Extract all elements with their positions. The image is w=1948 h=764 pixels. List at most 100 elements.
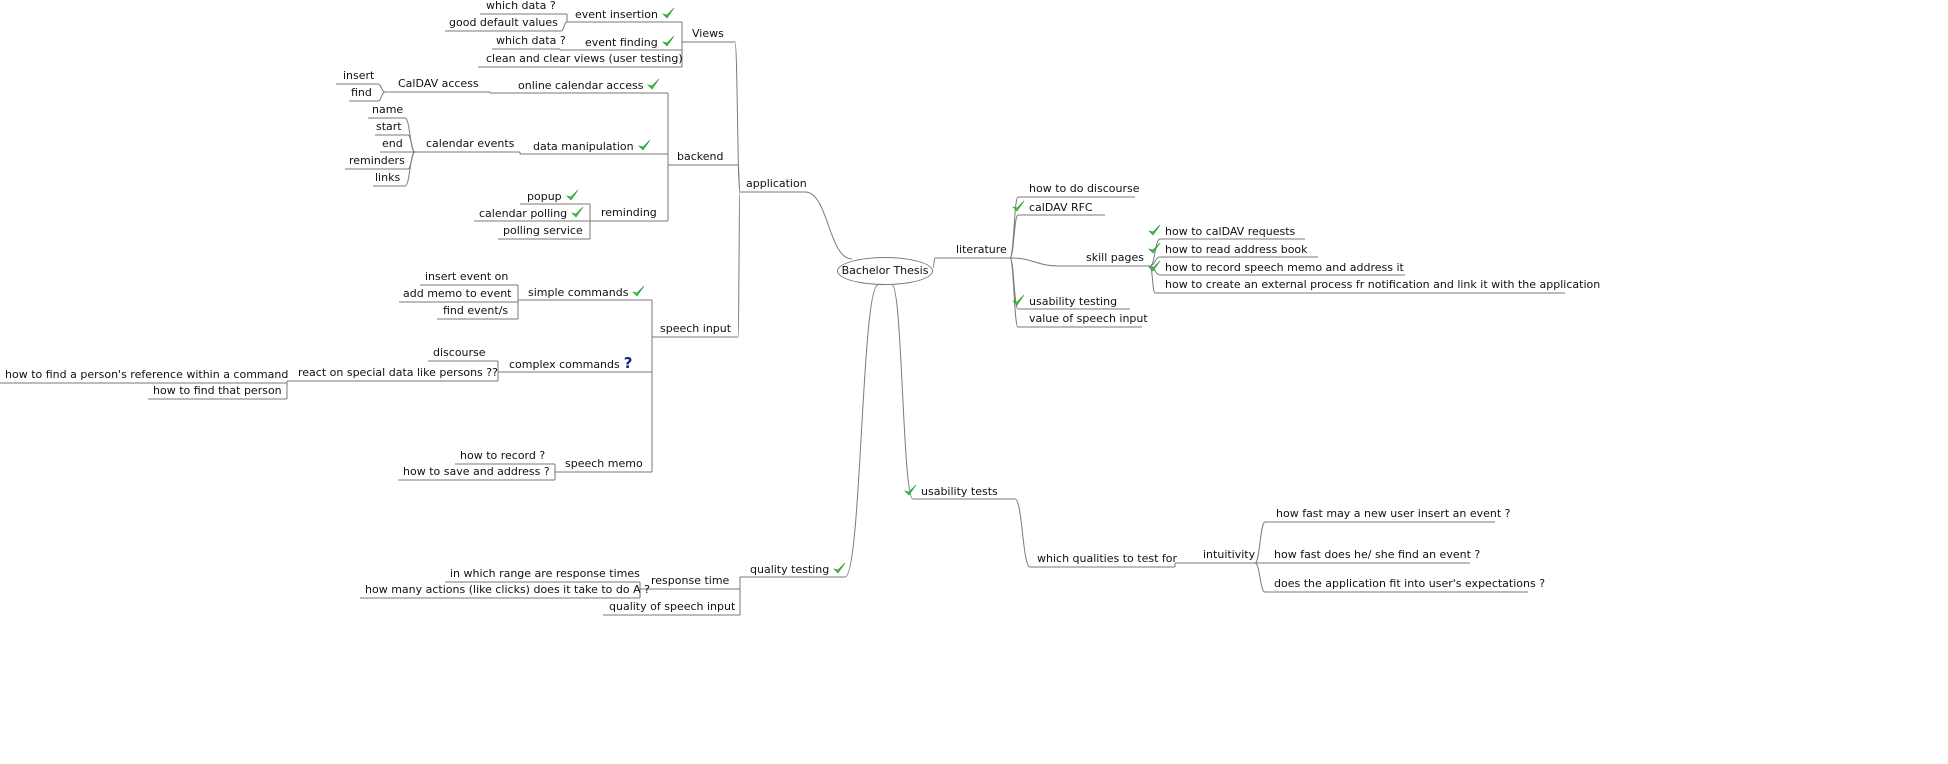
node-fast-find[interactable]: how fast does he/ she find an event ? bbox=[1274, 548, 1480, 562]
node-how-save[interactable]: how to save and address ? bbox=[403, 465, 550, 479]
node-add-memo[interactable]: add memo to event bbox=[403, 287, 512, 301]
node-quality-speech[interactable]: quality of speech input bbox=[609, 600, 735, 614]
node-discourse-lit[interactable]: how to do discourse bbox=[1029, 182, 1139, 196]
node-label: how fast may a new user insert an event … bbox=[1276, 507, 1511, 520]
node-label: insert event on bbox=[425, 270, 509, 283]
node-find-person[interactable]: how to find that person bbox=[153, 384, 282, 398]
node-views[interactable]: Views bbox=[692, 27, 724, 41]
node-label: Views bbox=[692, 27, 724, 40]
node-fast-insert[interactable]: how fast may a new user insert an event … bbox=[1276, 507, 1511, 521]
connector-quality_testing bbox=[844, 284, 879, 578]
node-how-many-actions[interactable]: how many actions (like clicks) does it t… bbox=[365, 583, 650, 597]
node-label: discourse bbox=[433, 346, 486, 359]
node-react-special[interactable]: react on special data like persons ?? bbox=[298, 366, 498, 380]
node-event-finding[interactable]: event finding bbox=[585, 35, 675, 50]
node-cal-polling[interactable]: calendar polling bbox=[479, 206, 584, 221]
node-label: how to read address book bbox=[1165, 243, 1308, 256]
node-how-record[interactable]: how to record ? bbox=[460, 449, 545, 463]
node-label: reminding bbox=[601, 206, 657, 219]
checkmark-icon bbox=[1148, 260, 1161, 272]
node-range-resp[interactable]: in which range are response times bbox=[450, 567, 640, 581]
node-start[interactable]: start bbox=[376, 120, 402, 134]
node-name[interactable]: name bbox=[372, 103, 403, 117]
node-caldav-access[interactable]: CalDAV access bbox=[398, 77, 479, 91]
node-cal-events[interactable]: calendar events bbox=[426, 137, 514, 151]
node-caldav-req[interactable]: how to calDAV requests bbox=[1148, 224, 1295, 239]
node-clean-views[interactable]: clean and clear views (user testing) bbox=[486, 52, 683, 66]
connector-caldav_req bbox=[1149, 238, 1161, 267]
connector-ext_process bbox=[1149, 265, 1156, 294]
node-label: add memo to event bbox=[403, 287, 512, 300]
node-literature[interactable]: literature bbox=[956, 243, 1007, 257]
node-label: does the application fit into user's exp… bbox=[1274, 577, 1546, 590]
checkmark-icon bbox=[661, 7, 675, 19]
connector-record_memo bbox=[1149, 265, 1161, 276]
node-fit-expect[interactable]: does the application fit into user's exp… bbox=[1274, 577, 1545, 591]
node-label: data manipulation bbox=[533, 140, 634, 153]
root-node[interactable]: Bachelor Thesis bbox=[837, 257, 933, 285]
connector-good_default bbox=[560, 21, 568, 32]
node-application[interactable]: application bbox=[746, 177, 807, 191]
node-links[interactable]: links bbox=[375, 171, 400, 185]
node-value-speech[interactable]: value of speech input bbox=[1029, 312, 1148, 326]
node-find-events[interactable]: find event/s bbox=[443, 304, 508, 318]
node-caldav-rfc[interactable]: calDAV RFC bbox=[1012, 200, 1093, 215]
node-label: insert bbox=[343, 69, 375, 82]
node-read-addr[interactable]: how to read address book bbox=[1148, 242, 1308, 257]
checkmark-icon bbox=[1148, 224, 1161, 236]
question-icon: ? bbox=[623, 354, 633, 372]
node-label: popup bbox=[527, 190, 562, 203]
node-event-insertion[interactable]: event insertion bbox=[575, 7, 675, 22]
checkmark-icon bbox=[632, 285, 645, 297]
node-usability-testing-lit[interactable]: usability testing bbox=[1012, 294, 1117, 309]
node-ext-process[interactable]: how to create an external process fr not… bbox=[1165, 278, 1600, 292]
node-online-cal[interactable]: online calendar access bbox=[518, 78, 660, 93]
node-skill-pages[interactable]: skill pages bbox=[1086, 251, 1144, 265]
node-label: how fast does he/ she find an event ? bbox=[1274, 548, 1481, 561]
checkmark-icon bbox=[1148, 242, 1161, 254]
node-end[interactable]: end bbox=[382, 137, 403, 151]
node-label: complex commands bbox=[509, 358, 620, 371]
node-label: calDAV RFC bbox=[1029, 201, 1093, 214]
node-polling-service[interactable]: polling service bbox=[503, 224, 583, 238]
node-speech-memo[interactable]: speech memo bbox=[565, 457, 643, 471]
node-find[interactable]: find bbox=[351, 86, 372, 100]
node-insert[interactable]: insert bbox=[343, 69, 374, 83]
node-label: start bbox=[376, 120, 402, 133]
node-simple-cmds[interactable]: simple commands bbox=[528, 285, 645, 300]
node-label: name bbox=[372, 103, 404, 116]
node-person-ref[interactable]: how to find a person's reference within … bbox=[5, 368, 288, 382]
node-complex-cmds[interactable]: complex commands? bbox=[509, 354, 633, 372]
node-reminding[interactable]: reminding bbox=[601, 206, 657, 220]
node-response-time[interactable]: response time bbox=[651, 574, 729, 588]
node-which-data-1[interactable]: which data ? bbox=[486, 0, 556, 13]
node-data-manip[interactable]: data manipulation bbox=[533, 139, 651, 154]
node-quality-testing[interactable]: quality testing bbox=[750, 562, 846, 577]
node-label: how to save and address ? bbox=[403, 465, 550, 478]
node-usability-tests[interactable]: usability tests bbox=[904, 484, 998, 499]
connector-value_speech bbox=[1009, 257, 1019, 328]
node-insert-event-on[interactable]: insert event on bbox=[425, 270, 508, 284]
connector-insert bbox=[377, 83, 386, 93]
node-intuitivity[interactable]: intuitivity bbox=[1203, 548, 1255, 562]
node-label: find bbox=[351, 86, 372, 99]
node-reminders[interactable]: reminders bbox=[349, 154, 405, 168]
connector-skill_pages bbox=[1009, 257, 1061, 267]
node-label: skill pages bbox=[1086, 251, 1144, 264]
node-good-default[interactable]: good default values bbox=[449, 16, 558, 30]
checkmark-icon bbox=[571, 206, 584, 218]
node-backend[interactable]: backend bbox=[677, 150, 723, 164]
node-discourse[interactable]: discourse bbox=[433, 346, 486, 360]
node-speech-input[interactable]: speech input bbox=[660, 322, 731, 336]
node-label: clean and clear views (user testing) bbox=[486, 52, 683, 65]
node-which-data-2[interactable]: which data ? bbox=[496, 34, 566, 48]
node-qualities[interactable]: which qualities to test for bbox=[1037, 552, 1177, 566]
node-label: quality of speech input bbox=[609, 600, 736, 613]
node-label: links bbox=[375, 171, 401, 184]
node-popup[interactable]: popup bbox=[527, 189, 579, 204]
checkmark-icon bbox=[661, 35, 674, 47]
node-label: which data ? bbox=[496, 34, 566, 47]
node-record-memo[interactable]: how to record speech memo and address it bbox=[1148, 260, 1404, 275]
node-label: event insertion bbox=[575, 8, 658, 21]
connector-usability_tests bbox=[891, 284, 914, 500]
